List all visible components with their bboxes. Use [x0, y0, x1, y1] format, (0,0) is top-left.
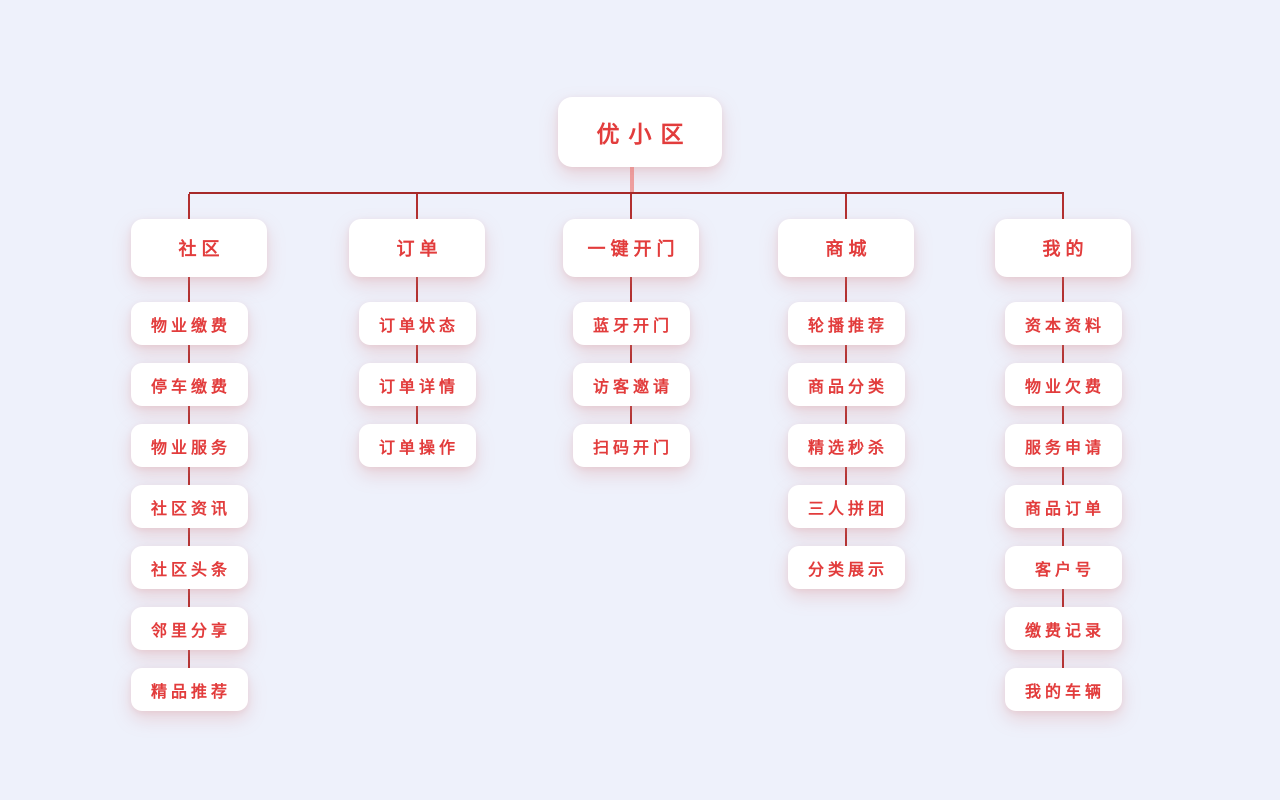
leaf-node: 精品推荐 — [130, 668, 248, 711]
branch-mine: 我的 资本资料 物业欠费 服务申请 商品订单 客户号 缴费记录 我的车辆 — [995, 219, 1131, 729]
leaf-node: 物业服务 — [130, 424, 248, 467]
branch-header-node: 我的 — [995, 219, 1131, 277]
leaf-node: 订单操作 — [358, 424, 476, 467]
leaf-node: 资本资料 — [1004, 302, 1122, 345]
leaf-node: 物业缴费 — [130, 302, 248, 345]
leaf-node: 社区资讯 — [130, 485, 248, 528]
branch-community: 社区 物业缴费 停车缴费 物业服务 社区资讯 社区头条 邻里分享 精品推荐 — [121, 219, 267, 729]
leaf-node: 扫码开门 — [572, 424, 690, 467]
leaf-node: 订单详情 — [358, 363, 476, 406]
root-connector-line — [630, 167, 634, 194]
branch-door-open: 一键开门 蓝牙开门 访客邀请 扫码开门 — [563, 219, 699, 485]
branch-header-node: 订单 — [349, 219, 485, 277]
leaf-node: 商品订单 — [1004, 485, 1122, 528]
horizontal-rail-line — [189, 192, 1064, 194]
branch-header-node: 商城 — [778, 219, 914, 277]
leaf-node: 轮播推荐 — [787, 302, 905, 345]
leaf-node: 社区头条 — [130, 546, 248, 589]
leaf-node: 商品分类 — [787, 363, 905, 406]
branch-mall: 商城 轮播推荐 商品分类 精选秒杀 三人拼团 分类展示 — [778, 219, 914, 607]
leaf-node: 访客邀请 — [572, 363, 690, 406]
leaf-node: 精选秒杀 — [787, 424, 905, 467]
branch-orders: 订单 订单状态 订单详情 订单操作 — [349, 219, 485, 485]
leaf-node: 物业欠费 — [1004, 363, 1122, 406]
leaf-node: 订单状态 — [358, 302, 476, 345]
leaf-node: 客户号 — [1004, 546, 1122, 589]
branch-header-node: 社区 — [131, 219, 267, 277]
leaf-node: 邻里分享 — [130, 607, 248, 650]
leaf-node: 缴费记录 — [1004, 607, 1122, 650]
leaf-node: 停车缴费 — [130, 363, 248, 406]
branch-header-node: 一键开门 — [563, 219, 699, 277]
leaf-node: 蓝牙开门 — [572, 302, 690, 345]
leaf-node: 三人拼团 — [787, 485, 905, 528]
leaf-node: 分类展示 — [787, 546, 905, 589]
root-node-app-title: 优小区 — [558, 97, 722, 167]
leaf-node: 我的车辆 — [1004, 668, 1122, 711]
leaf-node: 服务申请 — [1004, 424, 1122, 467]
